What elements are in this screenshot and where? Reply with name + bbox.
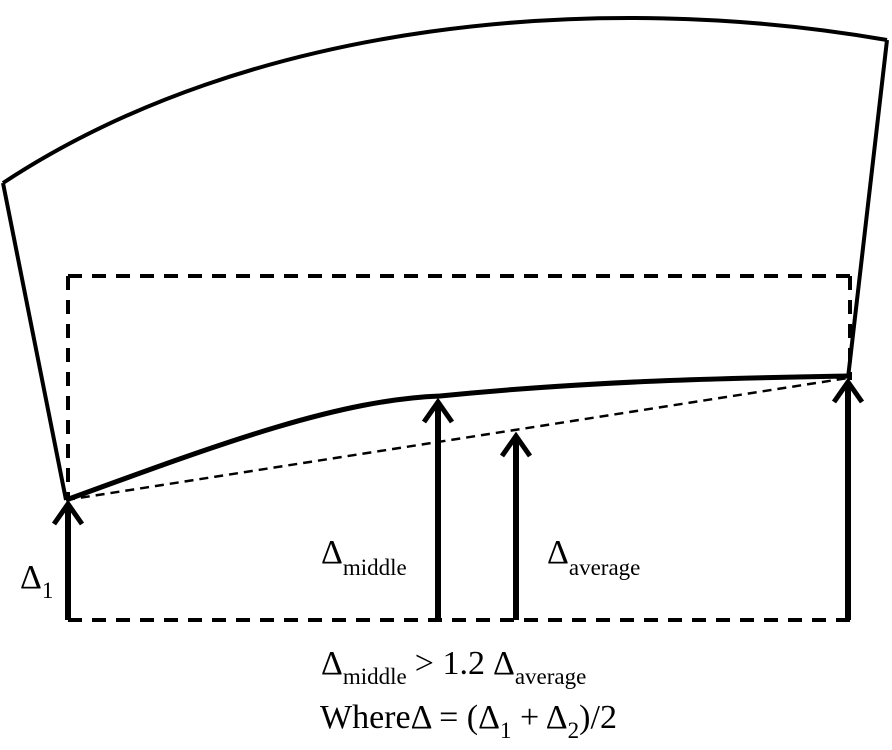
delta1-arrow: [51, 499, 85, 620]
delta-average-label: Δaverage: [547, 534, 640, 580]
delta1-arrow-head: [51, 499, 85, 526]
deformed-top-curve: [1, 15, 888, 185]
delta2-arrow-head: [831, 377, 865, 404]
definition-d1-subscript: 1: [500, 718, 512, 743]
chord-line: [65, 376, 849, 502]
delta-middle-symbol: Δ: [321, 534, 343, 571]
delta-middle-arrow-head: [421, 397, 455, 424]
delta1-subscript: 1: [42, 578, 54, 603]
delta2-arrow: [831, 377, 865, 620]
deformed-shape: [1, 15, 889, 503]
deformed-right-edge: [846, 39, 889, 379]
definition-d2-subscript: 2: [568, 718, 580, 743]
delta-average-arrow: [499, 431, 533, 620]
definition-prefix: Where: [320, 699, 411, 736]
definition-eq-open: = (: [431, 699, 479, 736]
deformed-bottom-curve: [65, 373, 849, 503]
delta-middle-subscript: middle: [343, 555, 407, 580]
delta-average-subscript: average: [569, 555, 641, 580]
definition-d1-symbol: Δ: [478, 699, 500, 736]
delta-middle-arrow: [421, 397, 455, 620]
delta-middle-label: Δmiddle: [321, 534, 407, 580]
condition-rhs-symbol: Δ: [493, 645, 515, 682]
definition-close: )/2: [579, 699, 617, 736]
undeformed-outline: [66, 274, 852, 622]
definition-equation: WhereΔ = (Δ1 + Δ2)/2: [320, 699, 617, 743]
definition-plus: +: [511, 699, 545, 736]
condition-rhs-subscript: average: [515, 664, 587, 689]
delta-average-arrow-head: [499, 431, 533, 458]
condition-lhs-symbol: Δ: [321, 645, 343, 682]
condition-operator: > 1.2: [415, 645, 485, 682]
definition-symbol: Δ: [411, 699, 432, 736]
condition-lhs-subscript: middle: [343, 664, 407, 689]
definition-d2-symbol: Δ: [546, 699, 568, 736]
delta1-symbol: Δ: [20, 559, 42, 596]
delta-average-symbol: Δ: [547, 534, 569, 571]
deformed-left-edge: [1, 182, 68, 501]
delta1-label: Δ1: [20, 559, 53, 603]
